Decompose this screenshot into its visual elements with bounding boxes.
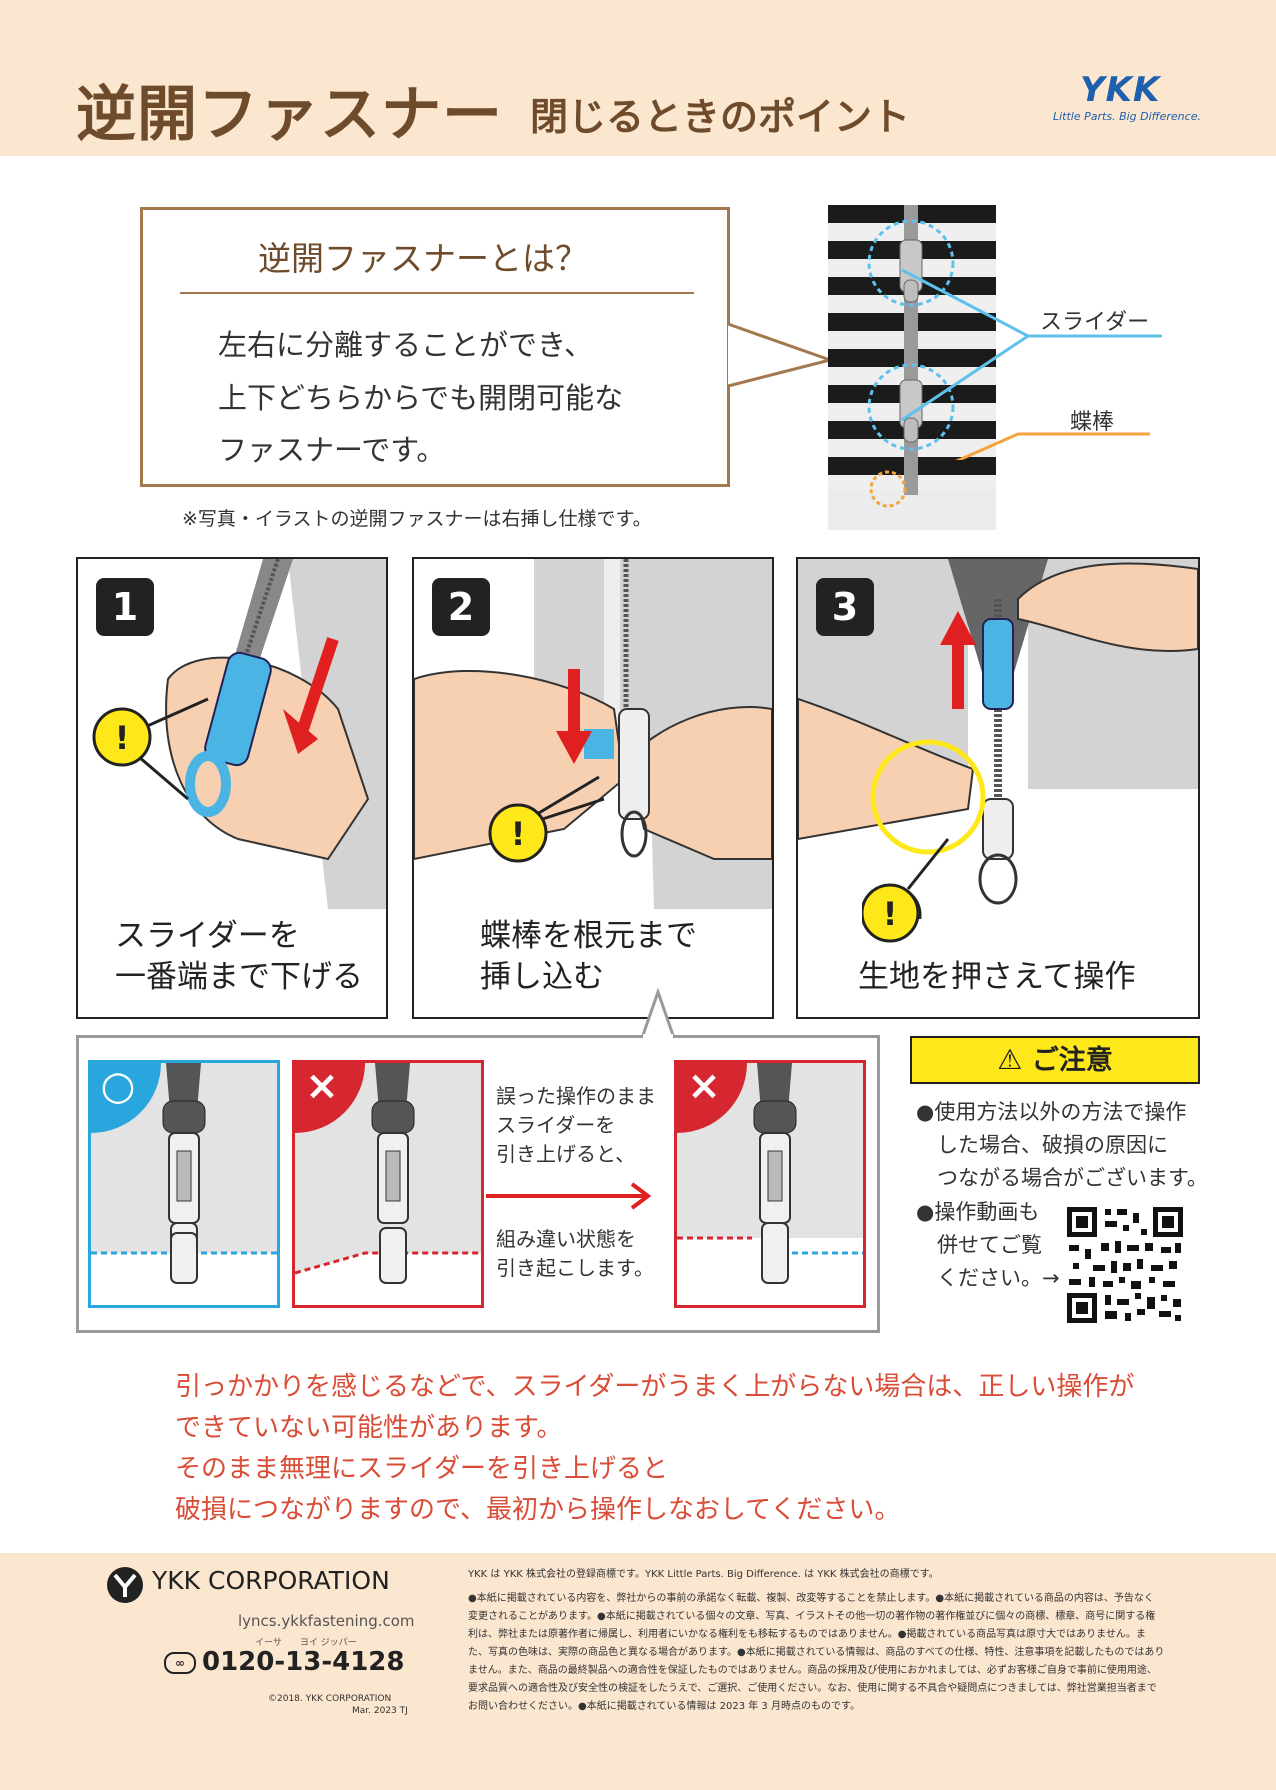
step-1-badge: 1 xyxy=(96,578,154,636)
wrong-example-panel-1 xyxy=(292,1060,484,1308)
wrong-mark-icon-1: × xyxy=(305,1063,339,1109)
legal-line: た、写真の色味は、実際の商品色と異なる場合があります。●本紙に掲載されている情報… xyxy=(468,1647,1165,1658)
legal-line: 利は、弊社または原著作者に帰属し、利用者にいかなる権利をも移転するものではありま… xyxy=(468,1629,1146,1640)
brand-tagline: Little Parts. Big Difference. xyxy=(1053,110,1201,123)
intro-text-line-1: 左右に分離することができ、 xyxy=(218,328,593,362)
step-1-caption-line-1: スライダーを xyxy=(115,918,300,954)
page-subtitle: 閉じるときのポイント xyxy=(530,95,911,139)
spec-note: ※写真・イラストの逆開ファスナーは右挿し仕様です。 xyxy=(182,508,652,530)
result-text-line-2: 引き起こします。 xyxy=(496,1256,654,1280)
caution-item-2-line-1: ●操作動画も xyxy=(916,1200,1040,1224)
warning-triangle-icon: ⚠ xyxy=(997,1043,1023,1076)
legal-line: YKK は YKK 株式会社の登録商標です。YKK Little Parts. … xyxy=(468,1569,939,1580)
caution-item-1-line-2: した場合、破損の原因に xyxy=(937,1133,1168,1157)
legal-line: ません。また、商品の最終製品への適合性を保証したものではありません。商品の採用及… xyxy=(468,1665,1157,1676)
issue-date: Mar. 2023 TJ xyxy=(352,1706,408,1716)
zipper-photo xyxy=(828,205,996,530)
result-text-line-1: 組み違い状態を xyxy=(496,1227,636,1251)
phone-ruby: イーサ ヨイ ジッパー xyxy=(255,1638,357,1648)
phone-number[interactable]: 0120-13-4128 xyxy=(202,1647,405,1677)
warning-line-1: 引っかかりを感じるなどで、スライダーがうまく上がらない場合は、正しい操作が xyxy=(175,1372,1135,1402)
correct-example-panel xyxy=(88,1060,280,1308)
intro-box xyxy=(140,207,730,487)
website-url[interactable]: lyncs.ykkfastening.com xyxy=(238,1612,415,1630)
step-1-illustration: ! xyxy=(78,559,386,909)
intro-text-line-3: ファスナーです。 xyxy=(218,433,446,467)
qr-code[interactable] xyxy=(1065,1205,1185,1325)
legal-notice: YKK は YKK 株式会社の登録商標です。YKK Little Parts. … xyxy=(468,1566,1168,1716)
copyright: ©2018. YKK CORPORATION xyxy=(268,1694,392,1704)
correct-mark-icon: ○ xyxy=(100,1063,136,1109)
step-3-caption: 生地を押さえて操作 xyxy=(858,959,1136,995)
pin-label: 蝶棒 xyxy=(1070,410,1115,435)
corporation-name: YKK CORPORATION xyxy=(152,1566,390,1595)
slider-label: スライダー xyxy=(1040,310,1150,335)
warning-line-4: 破損につながりますので、最初から操作しなおしてください。 xyxy=(175,1495,901,1525)
step-3-badge: 3 xyxy=(816,578,874,636)
step-2-caption-line-2: 挿し込む xyxy=(480,959,604,995)
svg-text:!: ! xyxy=(883,895,898,933)
page-footer xyxy=(0,1553,1276,1790)
caution-item-2-line-2: 併せてご覧 xyxy=(937,1233,1042,1257)
legal-line: 要求品質への適合性及び安全性の検証をしたうえで、ご選択、ご使用ください。なお、使… xyxy=(468,1683,1157,1694)
step-3-alert-icon: ! xyxy=(862,883,920,943)
step-3-illustration xyxy=(798,559,1198,945)
step-2-caption-line-1: 蝶棒を根元まで xyxy=(480,918,697,954)
wrong-mark-icon-2: × xyxy=(687,1063,721,1109)
caution-item-1-line-3: つながる場合がございます。 xyxy=(937,1166,1208,1190)
caution-item-1-line-1: ●使用方法以外の方法で操作 xyxy=(916,1100,1187,1124)
step-1-caption-line-2: 一番端まで下げる xyxy=(115,959,363,995)
intro-pointer xyxy=(727,322,836,388)
photo-label-lines xyxy=(901,268,1162,460)
warning-line-2: できていない可能性があります。 xyxy=(175,1413,563,1443)
compare-arrow-icon xyxy=(486,1182,652,1210)
warning-line-3: そのまま無理にスライダーを引き上げると xyxy=(175,1454,668,1484)
caution-item-2-line-3: ください。→ xyxy=(937,1266,1060,1290)
step-2-badge: 2 xyxy=(432,578,490,636)
compare-text-line-2: スライダーを xyxy=(496,1113,616,1137)
svg-text:!: ! xyxy=(511,815,526,853)
compare-text-line-3: 引き上げると、 xyxy=(496,1142,636,1166)
intro-heading: 逆開ファスナーとは？ xyxy=(258,239,588,278)
free-dial-icon: ∞ xyxy=(164,1652,196,1674)
legal-line: お問い合わせください。●本紙に掲載されている情報は 2023 年 3 月時点のも… xyxy=(468,1701,860,1712)
page-header xyxy=(0,0,1276,156)
ykk-corporation-logo-icon xyxy=(107,1567,143,1603)
ykk-logo: YKK xyxy=(1080,70,1161,110)
caution-header: ⚠ ご注意 xyxy=(910,1036,1200,1084)
legal-line: ●本紙に掲載されている内容を、弊社からの事前の承諾なく転載、複製、改変等すること… xyxy=(468,1593,1154,1604)
comparison-pointer xyxy=(640,988,676,1040)
caution-title: ご注意 xyxy=(1031,1045,1113,1076)
wrong-example-panel-2 xyxy=(674,1060,866,1308)
page-title: 逆開ファスナー xyxy=(76,80,503,150)
intro-divider xyxy=(180,292,694,294)
compare-text-line-1: 誤った操作のまま xyxy=(496,1084,656,1108)
intro-text-line-2: 上下どちらからでも開閉可能な xyxy=(218,381,624,415)
legal-line: 変更されることがあります。●本紙に掲載されている個々の文章、写真、イラストその他… xyxy=(468,1611,1156,1622)
svg-text:!: ! xyxy=(115,719,130,757)
